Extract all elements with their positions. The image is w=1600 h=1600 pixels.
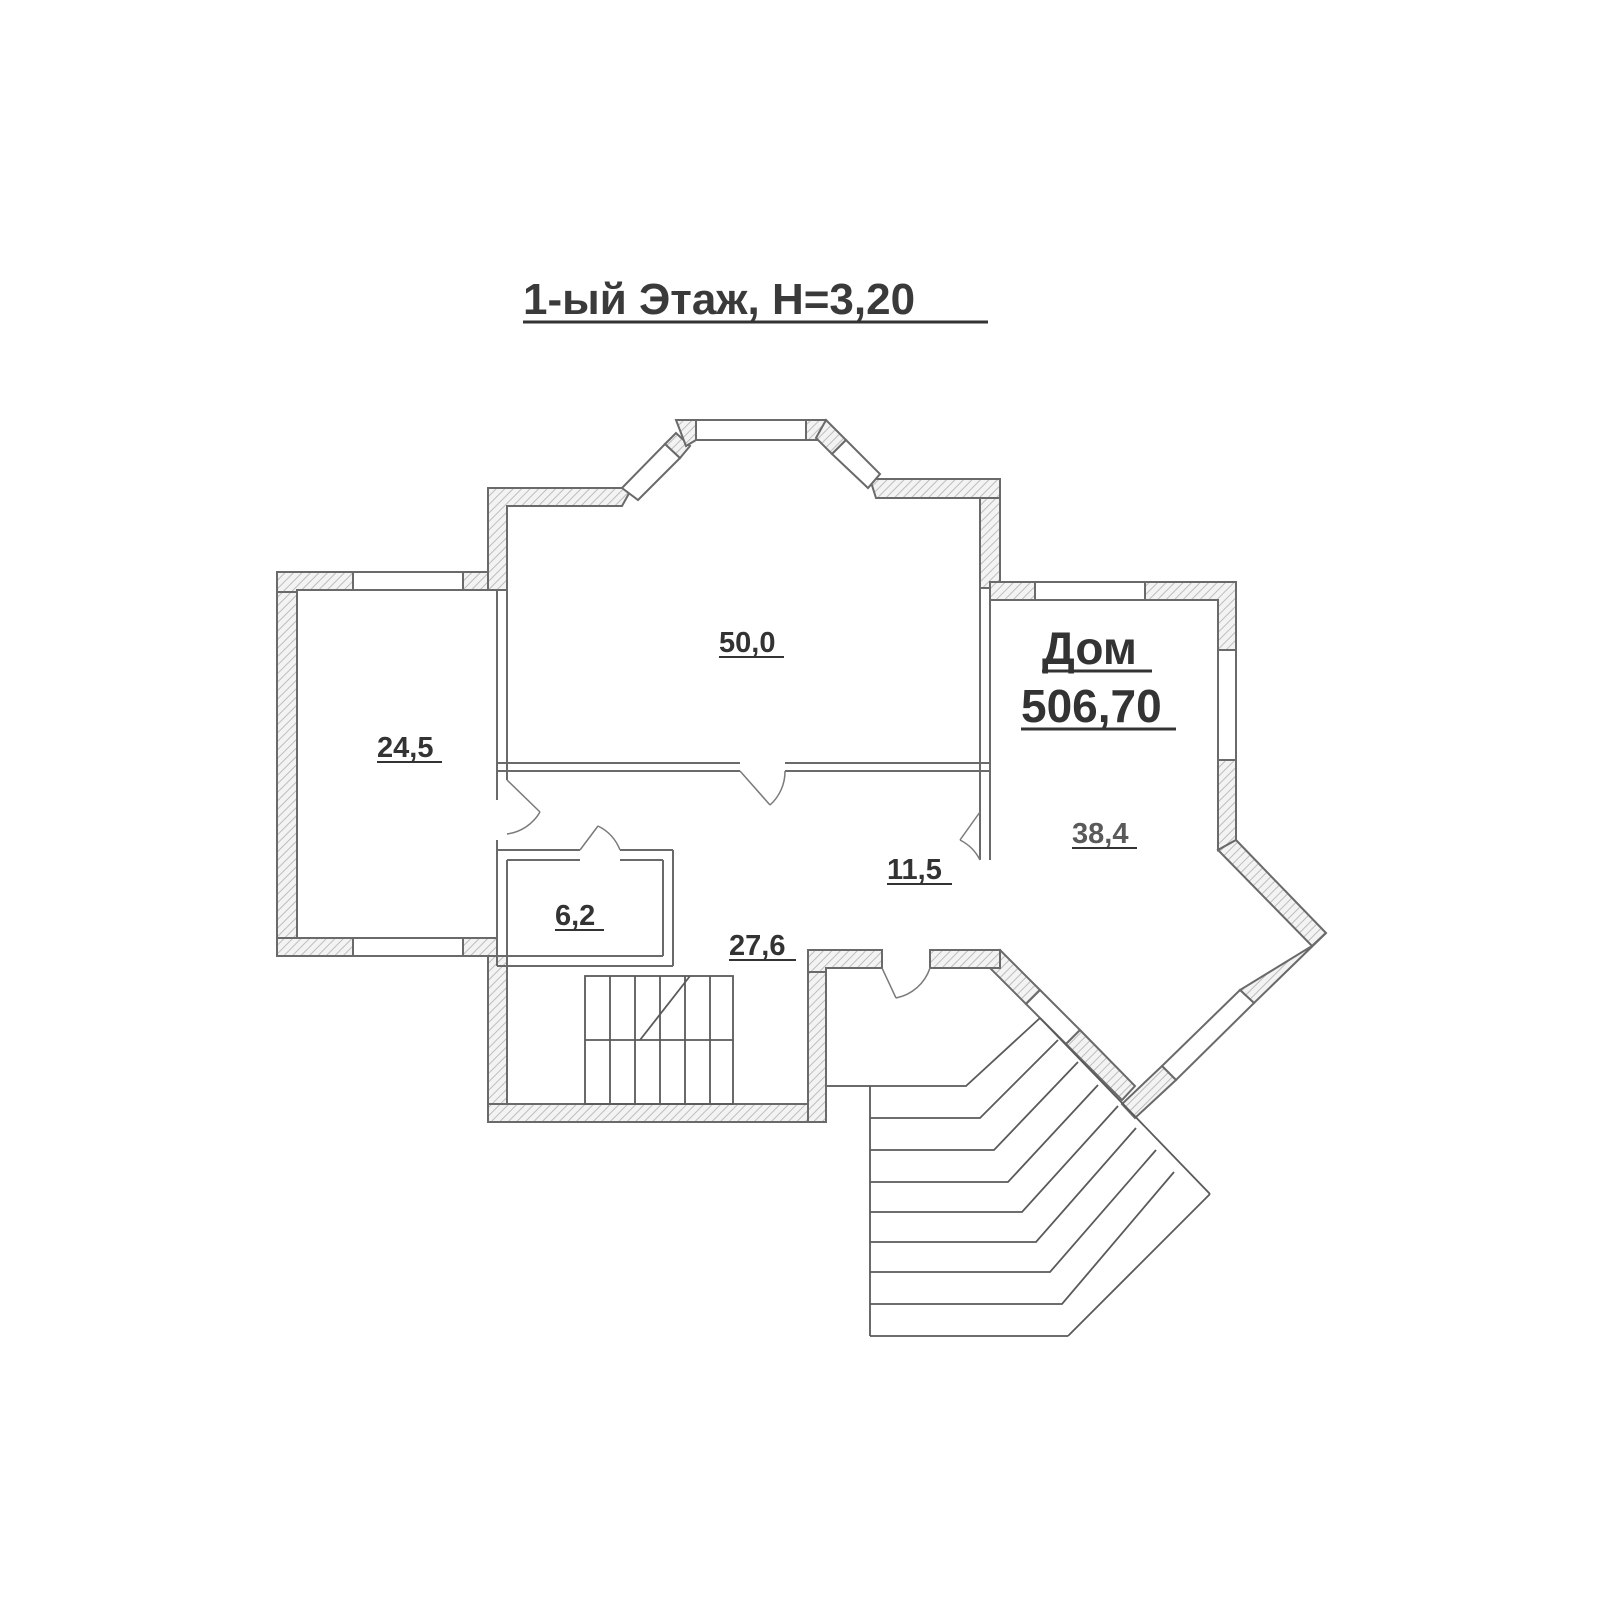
central-room-walls (487, 418, 1001, 860)
house-total-area: 506,70 (1021, 680, 1162, 732)
room-area-label: 24,5 (377, 732, 433, 764)
room-area-label: 27,6 (729, 930, 785, 962)
small-room-walls (496, 825, 674, 967)
exterior-stairs (869, 1017, 1211, 1337)
room-area-label: 6,2 (555, 900, 595, 932)
room-area-label: 11,5 (887, 854, 942, 886)
interior-stairs (584, 975, 734, 1105)
left-room-walls (276, 571, 498, 957)
right-room-walls (984, 581, 1328, 1120)
room-area-label: 38,4 (1072, 818, 1128, 850)
room-area-label: 50,0 (719, 627, 775, 659)
floor-title: 1-ый Этаж, H=3,20 (523, 275, 915, 324)
house-label: Дом (1042, 622, 1137, 674)
